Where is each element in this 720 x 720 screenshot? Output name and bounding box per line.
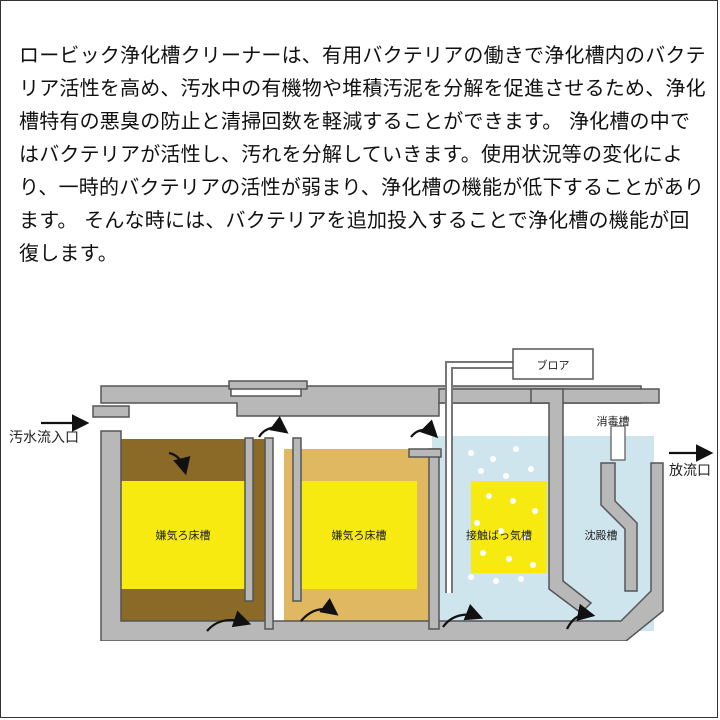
settling-label: 沈殿槽 <box>585 528 618 542</box>
tank-walls <box>92 380 664 641</box>
inlet-label: 汚水流入口 <box>9 430 79 446</box>
blower-label: ブロア <box>537 358 570 372</box>
description-text: ロービック浄化槽クリーナーは、有用バクテリアの働きで浄化槽内のバクテリア活性を高… <box>19 43 706 265</box>
blower-box <box>512 348 594 380</box>
outlet-label: 放流口 <box>669 463 711 479</box>
disinfection-label: 消毒槽 <box>597 414 630 428</box>
air-bubbles <box>468 446 538 584</box>
aeration-label: 接触ばっ気槽 <box>466 528 532 542</box>
chamber2-filter <box>301 481 417 589</box>
chamber2-label: 嫌気ろ床槽 <box>332 528 387 542</box>
chamber1-label: 嫌気ろ床槽 <box>156 528 211 542</box>
baffle-2 <box>292 437 302 602</box>
disinfectant-cylinder <box>610 425 626 461</box>
disinfection-wall <box>600 462 638 592</box>
chamber1-filter <box>121 481 245 589</box>
septic-tank-diagram: ブロア 汚水流入口 放流口 嫌気ろ床 <box>9 348 714 641</box>
air-pipe-core <box>447 363 513 593</box>
baffle-1 <box>244 437 254 602</box>
flow-arrows <box>41 414 714 632</box>
